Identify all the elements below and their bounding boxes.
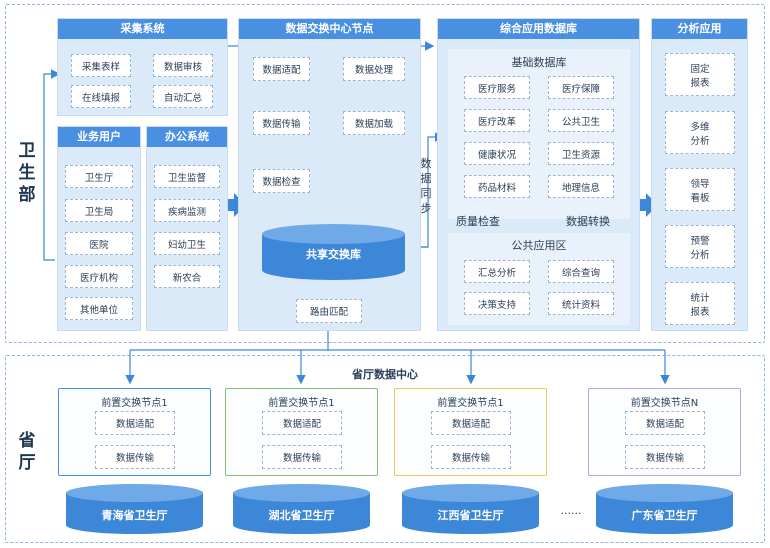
collection-item[interactable]: 自动汇总 [153,85,213,108]
province-db-label: 江西省卫生厅 [437,509,504,522]
front-exchange-node-title: 前置交换节点1 [268,398,335,409]
front-exchange-node-title: 前置交换节点1 [437,398,504,409]
exchange-step[interactable]: 数据传输 [253,111,310,135]
front-exchange-step[interactable]: 数据传输 [625,445,705,469]
user-item[interactable]: 其他单位 [65,297,133,320]
province-db-label: 湖北省卫生厅 [268,509,335,522]
province-db: 江西省卫生厅 [402,484,539,534]
users-title: 业务用户 [58,127,140,147]
exchange-step[interactable]: 数据加载 [343,111,405,135]
front-exchange-step[interactable]: 数据传输 [431,445,511,469]
public-area: 公共应用区 汇总分析 综合查询 决策支持 统计资料 [448,233,630,325]
province-db: 青海省卫生厅 [66,484,203,534]
shared-exchange-db-label: 共享交换库 [306,248,361,261]
front-exchange-node-title: 前置交换节点N [630,398,699,409]
front-exchange-step[interactable]: 数据传输 [262,445,342,469]
user-item[interactable]: 医疗机构 [65,265,133,288]
exchange-step[interactable]: 数据检查 [253,169,310,193]
public-item[interactable]: 综合查询 [548,260,614,283]
front-exchange-node: 前置交换节点1 数据适配数据传输 [394,388,547,476]
front-exchange-step[interactable]: 数据适配 [262,411,342,435]
quality-check-label: 质量检查 [456,215,500,228]
ministry-region [5,4,765,343]
ministry-side-label: 卫生部 [18,141,36,205]
users-panel: 业务用户 卫生厅 卫生局 医院 医疗机构 其他单位 [57,126,141,331]
province-side-label: 省厅 [18,431,36,473]
user-item[interactable]: 卫生局 [65,199,133,222]
front-exchange-step[interactable]: 数据传输 [95,445,175,469]
user-item[interactable]: 卫生厅 [65,165,133,188]
analysis-item[interactable]: 多维分析 [665,111,735,154]
province-db-label: 广东省卫生厅 [631,509,698,522]
exchange-step[interactable]: 数据适配 [253,57,310,81]
sync-label: 数据同步 [420,157,432,215]
province-db-label: 青海省卫生厅 [101,509,168,522]
analysis-panel: 分析应用 固定报表 多维分析 领导看板 预警分析 统计报表 [651,18,748,331]
office-title: 办公系统 [147,127,227,147]
front-exchange-node-title: 前置交换节点1 [101,398,168,409]
base-db-item[interactable]: 医疗改革 [464,109,530,132]
analysis-item[interactable]: 领导看板 [665,168,735,211]
front-exchange-step[interactable]: 数据适配 [431,411,511,435]
collection-item[interactable]: 数据审核 [153,54,213,77]
collection-item[interactable]: 采集表样 [71,54,131,77]
province-region [5,355,765,543]
base-db-item[interactable]: 医疗保障 [548,76,614,99]
front-exchange-node: 前置交换节点1 数据适配数据传输 [225,388,378,476]
office-panel: 办公系统 卫生监督 疾病监测 妇幼卫生 新农合 [146,126,228,331]
front-exchange-node: 前置交换节点N 数据适配数据传输 [588,388,741,476]
public-item[interactable]: 统计资料 [548,292,614,315]
analysis-item[interactable]: 预警分析 [665,225,735,268]
front-exchange-step[interactable]: 数据适配 [95,411,175,435]
province-db: 广东省卫生厅 [596,484,733,534]
router-box[interactable]: 路由匹配 [296,299,362,323]
analysis-title: 分析应用 [652,19,747,39]
user-item[interactable]: 医院 [65,232,133,255]
shared-exchange-db: 共享交换库 [262,224,405,280]
base-db-item[interactable]: 公共卫生 [548,109,614,132]
province-db: 湖北省卫生厅 [233,484,370,534]
front-exchange-node: 前置交换节点1 数据适配数据传输 [58,388,211,476]
collection-item[interactable]: 在线填报 [71,85,131,108]
database-title: 综合应用数据库 [438,19,639,39]
base-db-area: 基础数据库 医疗服务 医疗保障 医疗改革 公共卫生 健康状况 卫生资源 药品材料… [448,49,630,219]
public-item[interactable]: 汇总分析 [464,260,530,283]
exchange-title: 数据交换中心节点 [239,19,420,39]
province-center-title: 省厅数据中心 [352,368,418,381]
analysis-item[interactable]: 固定报表 [665,53,735,96]
ellipsis-label: ...... [560,504,582,517]
office-item[interactable]: 卫生监督 [154,165,220,188]
office-item[interactable]: 妇幼卫生 [154,232,220,255]
base-db-item[interactable]: 地理信息 [548,175,614,198]
exchange-step[interactable]: 数据处理 [343,57,405,81]
data-convert-label: 数据转换 [566,215,610,228]
database-panel: 综合应用数据库 基础数据库 医疗服务 医疗保障 医疗改革 公共卫生 健康状况 卫… [437,18,640,331]
base-db-item[interactable]: 健康状况 [464,142,530,165]
collection-title: 采集系统 [58,19,227,39]
analysis-item[interactable]: 统计报表 [665,282,735,325]
base-db-item[interactable]: 药品材料 [464,175,530,198]
office-item[interactable]: 疾病监测 [154,199,220,222]
office-item[interactable]: 新农合 [154,265,220,288]
exchange-panel: 数据交换中心节点 数据适配 数据传输 数据检查 数据处理 数据加载 路由匹配 [238,18,421,331]
base-db-item[interactable]: 卫生资源 [548,142,614,165]
public-area-title: 公共应用区 [511,239,567,252]
collection-panel: 采集系统 采集表样 数据审核 在线填报 自动汇总 [57,18,228,116]
base-db-item[interactable]: 医疗服务 [464,76,530,99]
public-item[interactable]: 决策支持 [464,292,530,315]
front-exchange-step[interactable]: 数据适配 [625,411,705,435]
base-db-title: 基础数据库 [511,56,567,69]
